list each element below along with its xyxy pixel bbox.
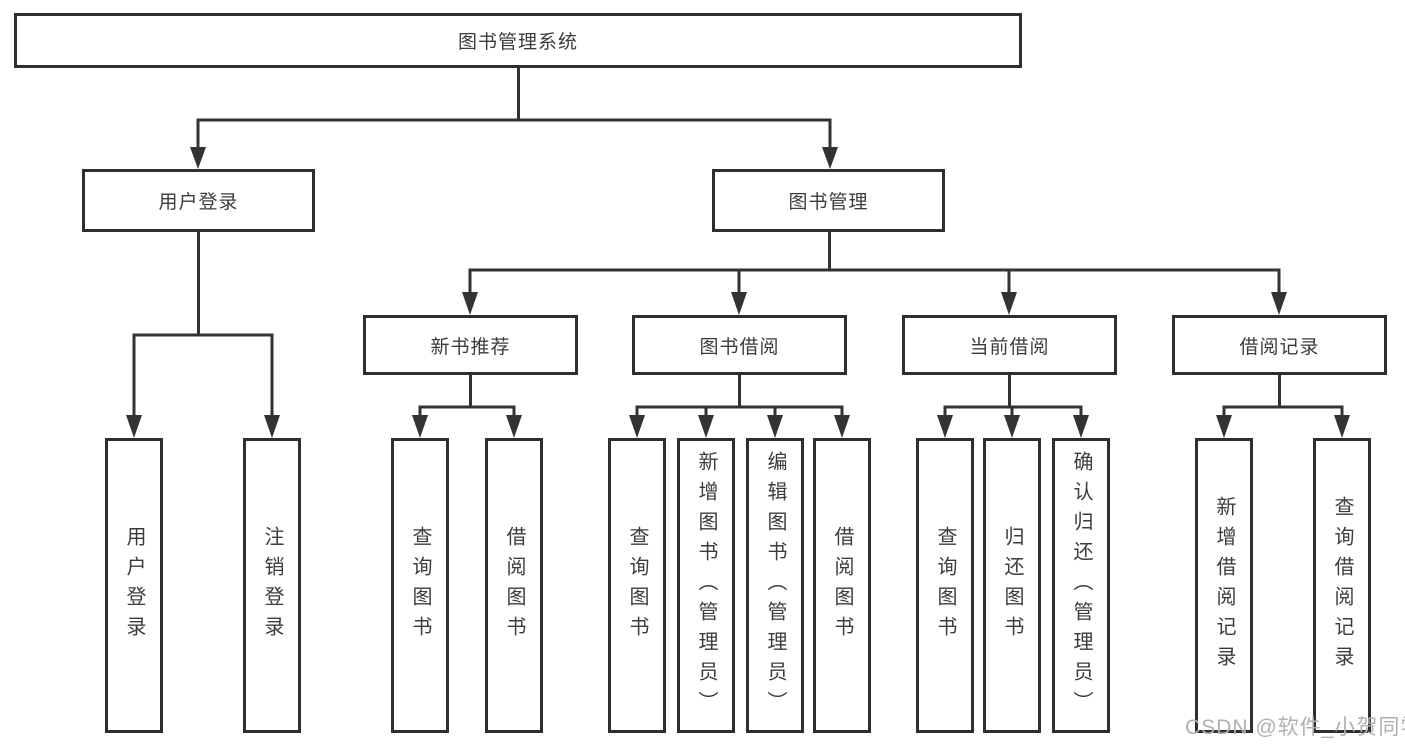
leaf-label: 注销登录 [261,525,283,646]
connector-current-to-leaves [937,375,1089,438]
leaf-label: 确认归还（管理员） [1070,450,1092,721]
connector-records-to-leaves [1216,375,1350,438]
leaf-label: 查询图书 [626,525,648,646]
node-root-library-system: 图书管理系统 [14,13,1022,68]
leaf-label: 新增借阅记录 [1213,495,1235,676]
leaf-label: 查询图书 [934,525,956,646]
connector-root-to-level2 [190,68,838,169]
leaf-add-borrow-record: 新增借阅记录 [1195,438,1253,733]
leaf-label: 新增图书（管理员） [695,450,717,721]
leaf-label: 用户登录 [123,525,145,646]
leaf-logout: 注销登录 [243,438,301,733]
csdn-watermark: CSDN @软件_小贺同学 [1185,716,1405,739]
leaf-borrow-books-borrowing: 借阅图书 [813,438,871,733]
leaf-return-books: 归还图书 [983,438,1041,733]
connector-userlogin-to-leaves [126,232,280,438]
connector-bookmgmt-to-level3 [462,232,1287,315]
node-book-borrowing: 图书借阅 [632,315,847,375]
leaf-query-borrow-record: 查询借阅记录 [1313,438,1371,733]
leaf-label: 借阅图书 [831,525,853,646]
leaf-label: 借阅图书 [503,525,525,646]
connector-newbooks-to-leaves [412,375,522,438]
node-current-borrowing: 当前借阅 [902,315,1117,375]
leaf-confirm-return-admin: 确认归还（管理员） [1052,438,1110,733]
leaf-label: 查询图书 [409,525,431,646]
leaf-label: 归还图书 [1001,525,1023,646]
leaf-label: 编辑图书（管理员） [764,450,786,721]
leaf-user-login: 用户登录 [105,438,163,733]
node-new-book-recommendation: 新书推荐 [363,315,578,375]
leaf-query-books-borrowing: 查询图书 [608,438,666,733]
leaf-borrow-books-recommend: 借阅图书 [485,438,543,733]
connector-borrowing-to-leaves [629,375,850,438]
leaf-label: 查询借阅记录 [1331,495,1353,676]
node-book-management: 图书管理 [712,169,945,232]
leaf-add-books-admin: 新增图书（管理员） [677,438,735,733]
leaf-query-books-recommend: 查询图书 [391,438,449,733]
leaf-query-books-current: 查询图书 [916,438,974,733]
node-user-login: 用户登录 [82,169,315,232]
node-borrowing-records: 借阅记录 [1172,315,1387,375]
leaf-edit-books-admin: 编辑图书（管理员） [746,438,804,733]
